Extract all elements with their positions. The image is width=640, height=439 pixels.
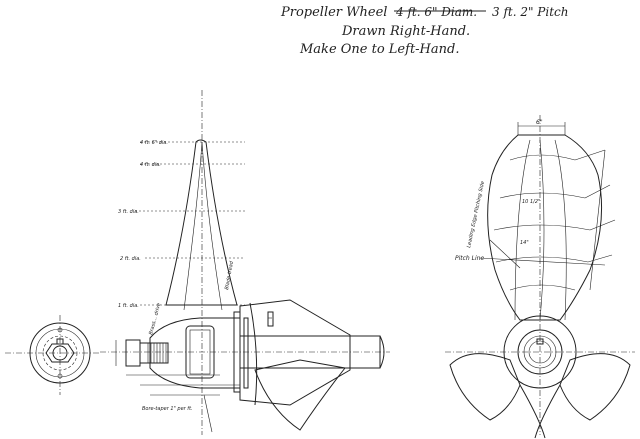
label-dia-3ft: 3 ft. dia.: [118, 209, 139, 215]
title-line1-prefix: Propeller Wheel: [280, 5, 387, 20]
label-dia-2ft: 2 ft. dia.: [120, 256, 141, 262]
label-dia-4ft6: 4 ft. 6" dia.: [140, 140, 168, 146]
label-dim-b: 14": [520, 240, 529, 246]
title-line1-struck: 4 ft. 6" Diam.: [395, 5, 477, 19]
thread-hatch: [147, 343, 167, 363]
side-view: [100, 90, 390, 435]
title-line3: Make One to Left-Hand.: [299, 42, 459, 57]
end-view: [445, 115, 635, 439]
label-pitch-line: Pitch Line: [455, 255, 484, 262]
label-brass-drive: Brass... drive: [148, 302, 162, 335]
label-dia-1ft: 1 ft. dia.: [118, 303, 139, 309]
title-line2: Drawn Right-Hand.: [341, 24, 470, 39]
label-blade-tread: Blade tread: [224, 260, 235, 290]
hub-end-view: [5, 315, 100, 395]
label-top-dim: 6": [536, 119, 543, 126]
label-dim-a: 10 1/2": [522, 199, 540, 205]
label-dia-4ft: 4 ft. dia.: [140, 162, 161, 168]
title-line1-suffix: 3 ft. 2" Pitch: [492, 5, 569, 19]
label-bore-taper: Bore-taper 1" per ft.: [142, 406, 193, 412]
label-leading-edge: Leading Edge Pitching Side: [466, 181, 486, 249]
